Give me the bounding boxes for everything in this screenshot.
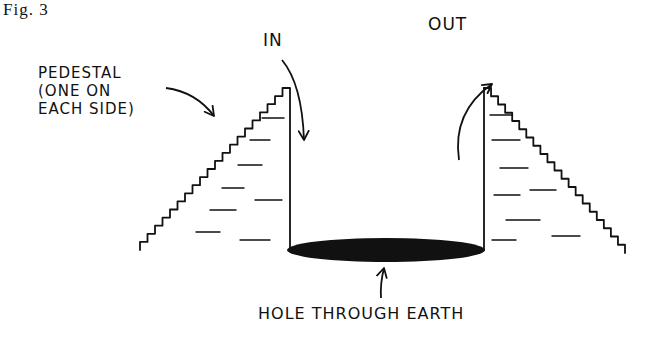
hatch-line: [490, 114, 512, 115]
hatch-line: [255, 199, 282, 200]
hatch-line: [492, 239, 516, 240]
hatch-line: [492, 139, 520, 140]
in-arrow: [282, 60, 304, 140]
hatch-line: [240, 239, 270, 240]
hatch-line: [500, 167, 528, 168]
right-pedestal-wall: [483, 88, 485, 250]
out-arrow: [458, 84, 492, 160]
hatch-line: [494, 194, 520, 195]
hatch-line: [210, 209, 236, 210]
left-pedestal: [140, 88, 290, 250]
hatch-line: [196, 231, 220, 232]
part-label: PEDESTAL (ONE ON EACH SIDE): [38, 64, 150, 118]
hatch-line: [262, 117, 284, 118]
hatch-line: [506, 219, 540, 220]
hatch-line: [552, 235, 580, 236]
figure-title: Fig. 3: [3, 0, 49, 20]
flow-label: IN: [263, 30, 283, 50]
hatch-line: [222, 187, 244, 188]
flow-label: OUT: [428, 14, 467, 34]
pedestal-leader: [166, 88, 214, 116]
right-pedestal: [484, 88, 625, 253]
hatch-line: [530, 189, 556, 190]
part-label: HOLE THROUGH EARTH: [258, 304, 464, 323]
hole-through-earth: [287, 238, 485, 262]
hatch-line: [250, 139, 270, 140]
hatch-line: [238, 164, 262, 165]
hole-leader: [381, 268, 384, 298]
